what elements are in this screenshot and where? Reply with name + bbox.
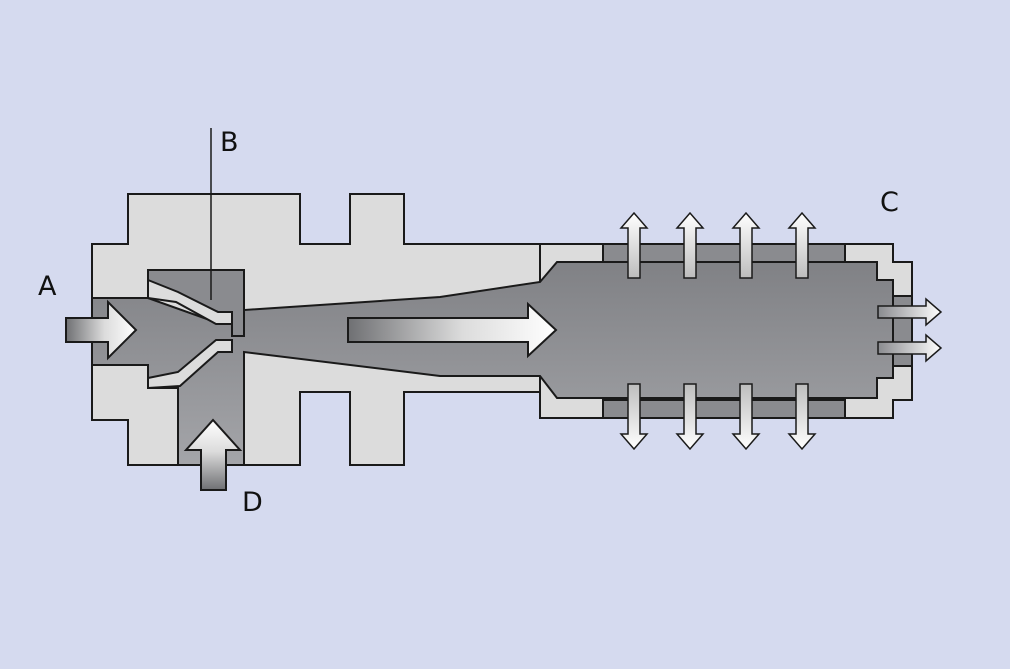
- vent-arrow-up-1: [619, 211, 649, 279]
- vent-arrow-up-2: [675, 211, 705, 279]
- arrow-inlet-a: [65, 299, 138, 361]
- vent-arrow-down-2: [675, 383, 705, 451]
- jacket-bottom: [602, 399, 846, 419]
- vent-arrow-up-3: [731, 211, 761, 279]
- vent-arrow-down-1: [619, 383, 649, 451]
- vent-arrow-up-4: [787, 211, 817, 279]
- label-d: D: [242, 487, 263, 518]
- outlet-arrow-2: [877, 333, 943, 363]
- label-a: A: [38, 271, 57, 302]
- inlet-port-lower: [91, 364, 179, 466]
- vent-arrow-down-4: [787, 383, 817, 451]
- arrow-main-flow: [347, 301, 558, 359]
- vent-arrow-down-3: [731, 383, 761, 451]
- label-c: C: [880, 187, 899, 218]
- label-b: B: [220, 127, 239, 158]
- nozzle-wall-upper: [147, 278, 233, 325]
- outlet-arrow-1: [877, 297, 943, 327]
- arrow-inlet-d: [183, 418, 243, 491]
